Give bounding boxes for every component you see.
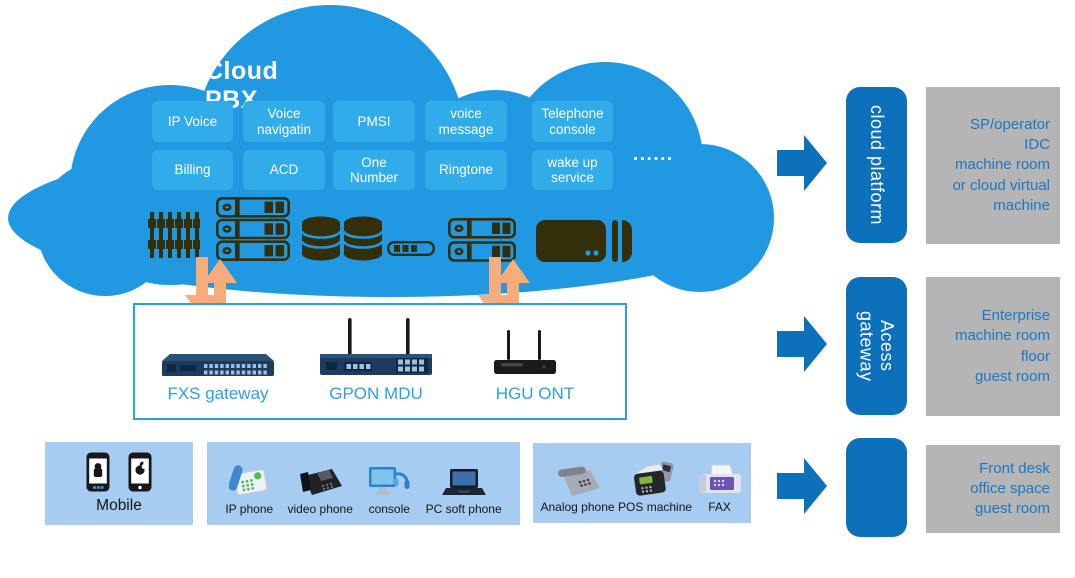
cloud-platform-band: cloud platform: [846, 87, 907, 243]
cloud-platform-band-label: cloud platform: [866, 104, 887, 226]
console-item: console: [367, 464, 411, 516]
pos-machine-item: POS machine: [618, 460, 692, 514]
service-tile-acd: ACD: [243, 150, 325, 190]
analog-terminals-box: Analog phone POS machine: [533, 443, 751, 523]
analog-phone-item: Analog phone: [540, 464, 615, 514]
database-icon: [343, 216, 383, 261]
service-tile-telephone-console: Telephone console: [532, 101, 613, 142]
hgu-ont-label: HGU ONT: [495, 384, 575, 403]
pos-machine-icon: [634, 461, 674, 496]
pc-soft-phone-label: PC soft phone: [425, 502, 502, 516]
more-services-dots: ......: [633, 144, 674, 165]
server-rack-2u-icon: [448, 218, 516, 262]
gpon-mdu-label: GPON MDU: [329, 384, 423, 403]
hgu-ont-icon: [494, 330, 556, 374]
pc-soft-phone-item: PC soft phone: [426, 468, 502, 516]
apple-phone-icon: [128, 452, 152, 492]
service-tile-voice-message: voice message: [425, 101, 507, 142]
analog-phone-icon: [557, 466, 600, 496]
appliance-icon: [536, 220, 632, 262]
ip-phone-icon: [229, 465, 268, 496]
access-gateway-band: Acess gateway: [846, 277, 907, 415]
ip-phone-label: IP phone: [225, 502, 274, 516]
sync-arrows-icon: [185, 257, 237, 321]
right-arrow-icon: [777, 458, 827, 514]
office-terminals-box: IP phone video phone: [207, 442, 520, 525]
service-tile-wake-up-service: wake up service: [532, 150, 613, 190]
fax-label: FAX: [708, 500, 731, 514]
service-tile-pmsi: PMSI: [333, 101, 415, 142]
switch-icon: [387, 241, 435, 256]
right-arrow-icon: [777, 135, 827, 191]
pc-soft-phone-icon: [441, 469, 486, 495]
console-label: console: [368, 502, 410, 516]
mobile-group-box: Mobile: [45, 442, 193, 525]
fax-icon: [698, 464, 741, 493]
analog-phone-label: Analog phone: [540, 500, 615, 514]
terminal-location-panel: Front desk office space guest room: [926, 445, 1060, 533]
service-tile-billing: Billing: [152, 150, 233, 190]
terminal-band: [846, 438, 907, 537]
service-tile-ringtone: Ringtone: [425, 150, 507, 190]
ip-phone-item: IP phone: [225, 462, 273, 516]
pos-machine-label: POS machine: [618, 500, 693, 514]
android-phone-icon: [86, 452, 110, 492]
fxs-gateway-label: FXS gateway: [167, 384, 269, 403]
access-gateway-location-panel: Enterprise machine room floor guest room: [926, 277, 1060, 416]
mobile-icons: [86, 452, 152, 492]
fxs-gateway-icon: [162, 354, 274, 376]
service-tile-voice-navigatin: Voice navigatin: [243, 101, 325, 142]
server-rack-3u-icon: [216, 197, 290, 261]
video-phone-item: video phone: [288, 464, 353, 516]
service-tile-ip-voice: IP Voice: [152, 101, 233, 142]
service-tile-one-number: One Number: [333, 150, 415, 190]
database-icon: [301, 216, 341, 261]
video-phone-label: video phone: [287, 502, 353, 516]
mobile-group-label: Mobile: [96, 497, 142, 514]
right-arrow-icon: [777, 316, 827, 372]
video-phone-icon: [300, 469, 343, 495]
patch-panel-icon: [148, 212, 200, 258]
fax-item: FAX: [696, 462, 744, 514]
cloud-platform-location-panel: SP/operator IDC machine room or cloud vi…: [926, 87, 1060, 244]
console-icon: [369, 467, 410, 495]
gpon-mdu-icon: [320, 318, 432, 375]
access-gateway-band-label: Acess gateway: [856, 310, 898, 382]
